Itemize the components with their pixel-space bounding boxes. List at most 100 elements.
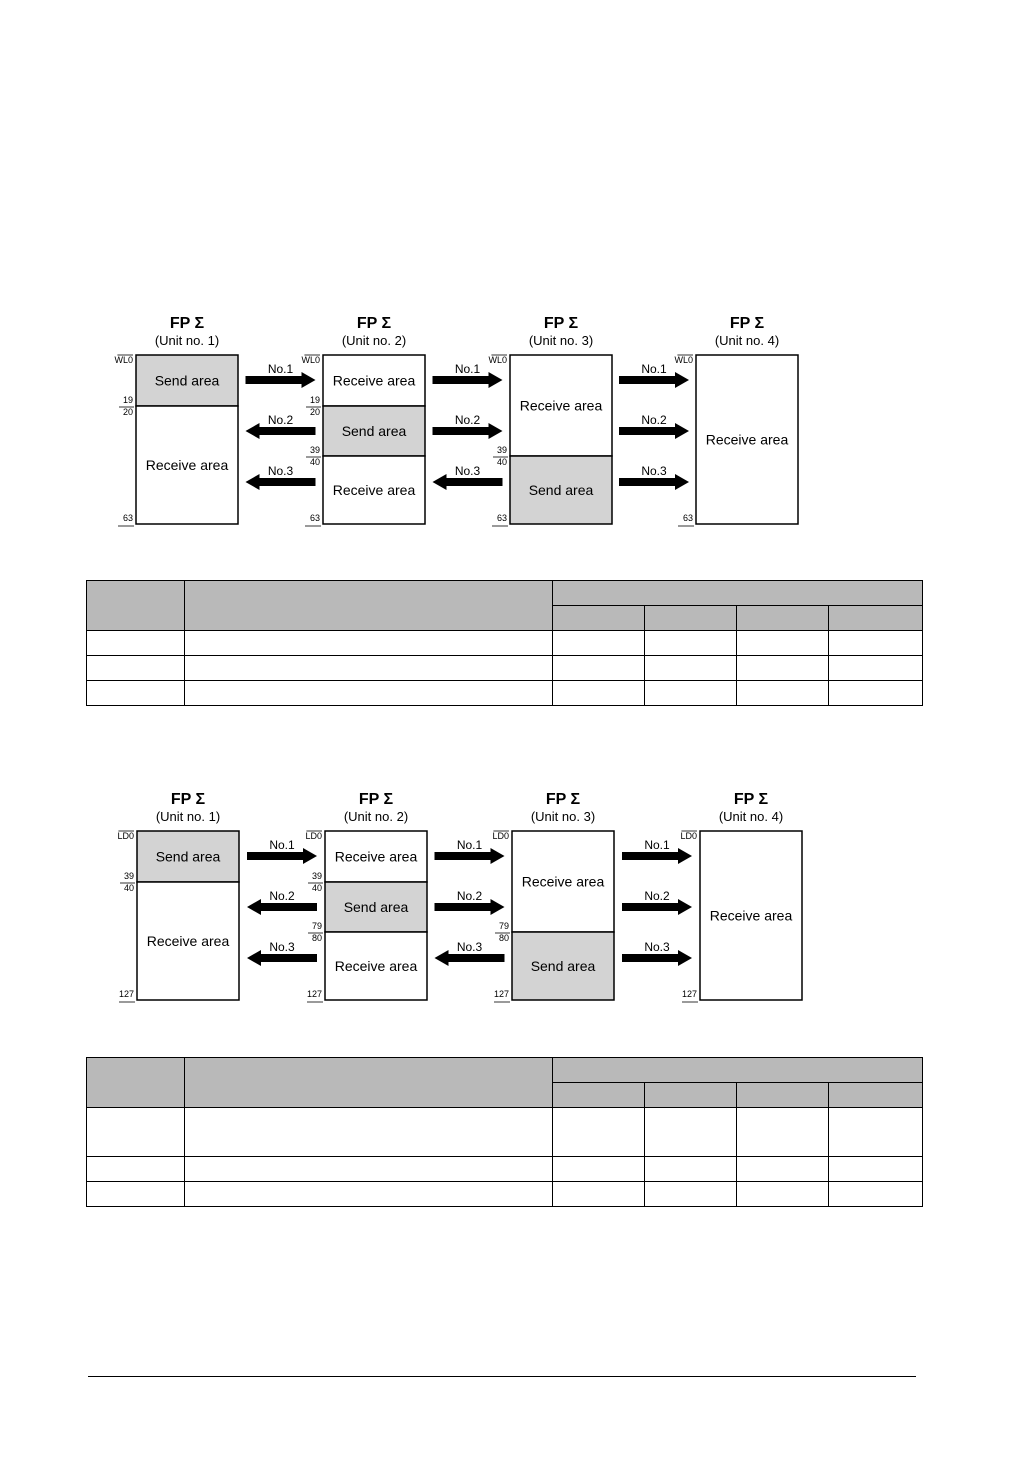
receive-area-box [324, 931, 428, 1001]
unit-title: FP Σ [730, 315, 765, 332]
address-label: 19 [310, 395, 320, 405]
unit-title: FP Σ [171, 791, 206, 808]
unit-title: FP Σ [357, 315, 392, 332]
unit-number-label: (Unit no. 2) [344, 809, 408, 824]
address-label: WL0 [488, 355, 507, 365]
receive-area-box [322, 354, 426, 407]
transfer-arrow-label: No.3 [457, 940, 483, 954]
send-area-box [511, 931, 615, 1001]
receive-area-box [511, 830, 615, 933]
address-label: 40 [310, 457, 320, 467]
receive-area-box [509, 354, 613, 457]
receive-area-box [699, 830, 803, 1001]
transfer-arrow-right [619, 474, 689, 490]
address-label: 20 [123, 407, 133, 417]
table-row [86, 1156, 923, 1182]
unit-number-label: (Unit no. 1) [156, 809, 220, 824]
table-row [86, 655, 923, 681]
transfer-arrow-label: No.1 [269, 838, 295, 852]
address-label: 40 [312, 883, 322, 893]
footer-rule [88, 1376, 916, 1377]
send-area-box [135, 354, 239, 407]
send-area-box [136, 830, 240, 883]
address-label: LD0 [680, 831, 697, 841]
table-header-cell [736, 1082, 829, 1108]
receive-area-label: Receive area [335, 849, 418, 865]
address-label: 39 [124, 871, 134, 881]
send-area-box [509, 455, 613, 525]
address-label: LD0 [492, 831, 509, 841]
table-header-cell [184, 1057, 553, 1108]
transfer-arrow-label: No.2 [644, 889, 670, 903]
table-header-cell [644, 605, 737, 631]
receive-area-label: Receive area [333, 373, 416, 389]
link-area-table-1 [86, 580, 923, 706]
transfer-arrow-label: No.3 [268, 464, 294, 478]
transfer-arrow-left [432, 474, 503, 490]
transfer-arrow-label: No.1 [457, 838, 483, 852]
address-label: 40 [124, 883, 134, 893]
receive-area-box [695, 354, 799, 525]
transfer-arrow-right [245, 372, 316, 388]
address-label: 79 [499, 921, 509, 931]
transfer-arrow-label: No.2 [268, 413, 294, 427]
unit-title: FP Σ [546, 791, 581, 808]
transfer-arrow-left [245, 423, 316, 439]
send-area-label: Send area [156, 849, 221, 865]
address-label: WL0 [674, 355, 693, 365]
receive-area-label: Receive area [522, 874, 605, 890]
transfer-arrow-left [247, 950, 317, 966]
send-area-label: Send area [531, 958, 596, 974]
address-label: 63 [123, 513, 133, 523]
transfer-arrow-label: No.2 [641, 413, 667, 427]
send-area-box [324, 881, 428, 933]
address-label: 79 [312, 921, 322, 931]
transfer-arrow-label: No.1 [644, 838, 670, 852]
address-label: 39 [497, 445, 507, 455]
address-label: 127 [307, 989, 322, 999]
address-label: 19 [123, 395, 133, 405]
transfer-arrow-label: No.2 [457, 889, 483, 903]
transfer-arrow-right [622, 950, 692, 966]
send-area-label: Send area [344, 899, 409, 915]
transfer-arrow-label: No.2 [269, 889, 295, 903]
unit-number-label: (Unit no. 4) [719, 809, 783, 824]
transfer-arrow-label: No.3 [641, 464, 667, 478]
address-label: 63 [310, 513, 320, 523]
transfer-arrow-label: No.1 [641, 362, 667, 376]
transfer-arrow-left [434, 950, 505, 966]
transfer-arrow-right [622, 899, 692, 915]
transfer-arrow-right [619, 423, 689, 439]
transfer-arrow-right [434, 899, 505, 915]
transfer-arrow-label: No.1 [455, 362, 481, 376]
address-label: 39 [310, 445, 320, 455]
receive-area-label: Receive area [335, 958, 418, 974]
receive-area-box [324, 830, 428, 883]
address-label: LD0 [117, 831, 134, 841]
address-label: 127 [494, 989, 509, 999]
table-row [86, 1181, 923, 1207]
transfer-arrow-left [247, 899, 317, 915]
address-label: LD0 [305, 831, 322, 841]
transfer-arrow-label: No.1 [268, 362, 294, 376]
table-header-cell [552, 1082, 645, 1108]
receive-area-label: Receive area [333, 482, 416, 498]
table-row [86, 1107, 923, 1157]
address-label: 80 [499, 933, 509, 943]
address-label: 20 [310, 407, 320, 417]
unit-title: FP Σ [170, 315, 205, 332]
address-label: WL0 [114, 355, 133, 365]
unit-number-label: (Unit no. 2) [342, 333, 406, 348]
unit-number-label: (Unit no. 1) [155, 333, 219, 348]
address-label: 127 [119, 989, 134, 999]
table-row [86, 680, 923, 706]
transfer-arrow-label: No.2 [455, 413, 481, 427]
transfer-arrow-left [245, 474, 316, 490]
address-label: 63 [683, 513, 693, 523]
receive-area-label: Receive area [520, 398, 603, 414]
table-header-cell [736, 605, 829, 631]
table-header-cell [552, 580, 923, 606]
send-area-label: Send area [155, 373, 220, 389]
